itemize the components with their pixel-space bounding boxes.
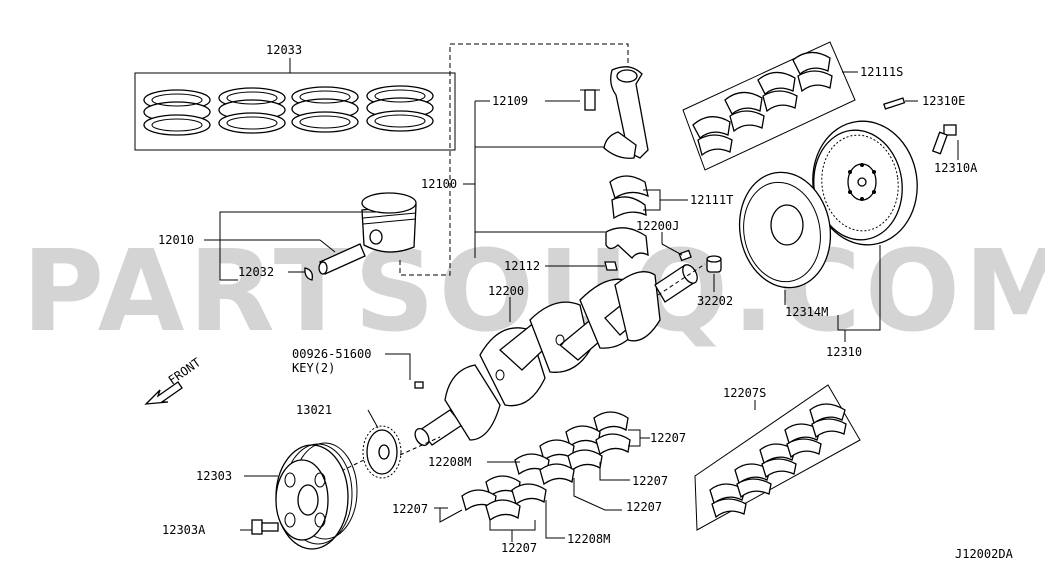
- label-12303[interactable]: 12303: [196, 469, 232, 483]
- thrust-bearing-lower-shape: [511, 483, 547, 506]
- label-12208M-upper[interactable]: 12208M: [428, 455, 471, 469]
- piston-ring-3: [291, 86, 359, 133]
- pilot-converter-pin[interactable]: [883, 97, 918, 110]
- label-13021[interactable]: 13021: [296, 403, 332, 417]
- label-12111S[interactable]: 12111S: [860, 65, 903, 79]
- piston-ring-1: [143, 89, 211, 136]
- label-12207-d[interactable]: 12207: [392, 502, 428, 516]
- main-bearing-set-group[interactable]: [694, 384, 861, 531]
- conrod-big-end: [603, 131, 637, 159]
- label-12310E[interactable]: 12310E: [922, 94, 965, 108]
- front-direction-arrow: [144, 381, 183, 405]
- label-12109[interactable]: 12109: [492, 94, 528, 108]
- conrod-nut-shape: [604, 261, 618, 271]
- piston-ring-set-group[interactable]: [134, 58, 456, 151]
- label-12208M-lower[interactable]: 12208M: [567, 532, 610, 546]
- crankshaft[interactable]: [412, 262, 700, 447]
- piston-pin-clip[interactable]: [304, 267, 313, 281]
- bushing[interactable]: [706, 255, 722, 273]
- woodruff-key[interactable]: [414, 381, 424, 389]
- label-12207-c[interactable]: 12207: [626, 500, 662, 514]
- label-12207S[interactable]: 12207S: [723, 386, 766, 400]
- crankshaft-pulley[interactable]: [275, 442, 358, 550]
- conrod-cap: [605, 227, 649, 259]
- piston[interactable]: [318, 192, 417, 275]
- label-12010[interactable]: 12010: [158, 233, 194, 247]
- front-label: FRONT: [166, 355, 204, 387]
- conrod-beam: [610, 66, 649, 159]
- flywheel-bolt[interactable]: [931, 124, 959, 160]
- conrod-bearing-set-group[interactable]: [682, 41, 858, 171]
- main-bearing-shells[interactable]: [461, 411, 631, 522]
- label-12200J[interactable]: 12200J: [636, 219, 679, 233]
- piston-ring-4: [366, 85, 434, 132]
- label-12207-b[interactable]: 12207: [632, 474, 668, 488]
- label-32202[interactable]: 32202: [697, 294, 733, 308]
- label-12207-a[interactable]: 12207: [650, 431, 686, 445]
- conrod-bolt-shape: [584, 89, 596, 111]
- label-12033[interactable]: 12033: [266, 43, 302, 57]
- plate-adapter[interactable]: [731, 165, 840, 295]
- main-bearing-set-frame: [694, 384, 861, 531]
- conrod-bearing-lower-shape: [609, 175, 649, 200]
- conrod-assembly-dashed-outline: [399, 43, 629, 276]
- label-key-qty: KEY(2): [292, 361, 335, 375]
- label-12310[interactable]: 12310: [826, 345, 862, 359]
- diagram-code: J12002DA: [955, 547, 1014, 561]
- conrod-bearing-set-frame: [682, 41, 856, 171]
- connecting-rod[interactable]: [580, 66, 649, 271]
- label-00926-51600[interactable]: 00926-51600: [292, 347, 371, 361]
- label-12310A[interactable]: 12310A: [934, 161, 978, 175]
- label-12111T[interactable]: 12111T: [690, 193, 733, 207]
- label-12303A[interactable]: 12303A: [162, 523, 206, 537]
- flywheel[interactable]: [805, 114, 925, 251]
- label-12200[interactable]: 12200: [488, 284, 524, 298]
- flywheel-bracket: [837, 245, 881, 331]
- crankshaft-sprocket[interactable]: [362, 425, 402, 479]
- front-arrow-icon: [144, 381, 183, 405]
- label-12032[interactable]: 12032: [238, 265, 274, 279]
- crankshaft-pulley-bolt[interactable]: [251, 519, 279, 535]
- label-12112[interactable]: 12112: [504, 259, 540, 273]
- piston-ring-2: [218, 87, 286, 134]
- label-12207-e[interactable]: 12207: [501, 541, 537, 555]
- piston-ring-set-frame: [134, 72, 456, 151]
- label-12100[interactable]: 12100: [421, 177, 457, 191]
- dowel-pin[interactable]: [678, 249, 692, 262]
- label-12314M[interactable]: 12314M: [785, 305, 828, 319]
